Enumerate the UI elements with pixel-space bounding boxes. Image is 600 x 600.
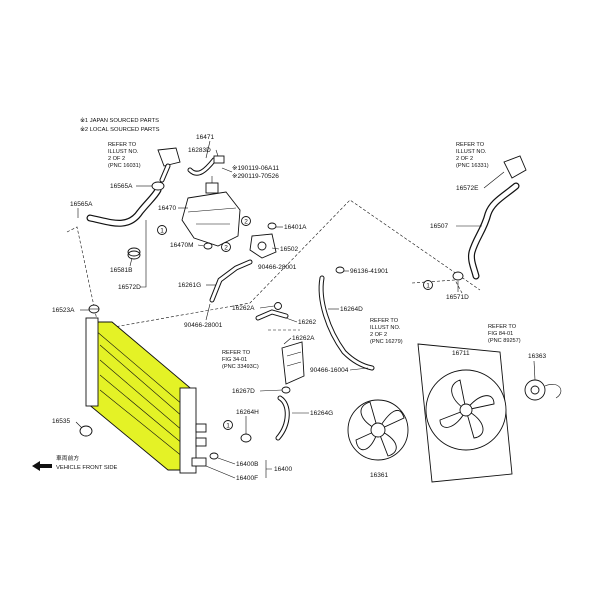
label-16361: 16361 bbox=[370, 472, 388, 479]
refer-16031: REFER TO ILLUST NO. 2 OF 2 (PNC 16031) bbox=[108, 142, 141, 169]
drain-cock[interactable] bbox=[79, 425, 93, 437]
hose-clamp-lower[interactable] bbox=[127, 247, 141, 260]
refer-33493c: REFER TO FIG 34-01 (PNC 33493C) bbox=[222, 350, 259, 370]
callout-2-reservoir: 2 bbox=[241, 216, 251, 226]
label-16264d: 16264D bbox=[340, 306, 363, 313]
label-16261g: 16261G bbox=[178, 282, 201, 289]
assembly-line-top bbox=[96, 199, 481, 331]
fan-motor-16363[interactable] bbox=[524, 379, 562, 401]
water-outlet-16502[interactable] bbox=[249, 233, 277, 259]
svg-text:2: 2 bbox=[224, 245, 228, 252]
radiator-assembly[interactable] bbox=[85, 317, 207, 474]
radiator-core-highlight bbox=[86, 321, 196, 471]
clip-16400b[interactable] bbox=[209, 452, 219, 460]
refer-89257: REFER TO FIG 84-01 (PNC 89257) bbox=[488, 324, 521, 344]
label-16262a-top: 16262A bbox=[232, 305, 255, 312]
hose-16262[interactable] bbox=[255, 309, 289, 321]
hose-connector-16572e[interactable] bbox=[503, 155, 527, 179]
clip-16267d[interactable] bbox=[281, 386, 291, 394]
label-16571d: 16571D bbox=[446, 294, 469, 301]
note-local-sourced: ※2 LOCAL SOURCED PARTS bbox=[80, 126, 160, 133]
label-90466-28001-b: 90466-28001 bbox=[184, 322, 223, 329]
label-16471: 16471 bbox=[196, 134, 214, 141]
reservoir-tank[interactable] bbox=[181, 191, 241, 247]
clip-96136[interactable] bbox=[335, 266, 345, 274]
label-90466-28001-a: 90466-28001 bbox=[258, 264, 297, 271]
hose-connector-16565a-top[interactable] bbox=[157, 147, 181, 183]
label-16572d: 16572D bbox=[118, 284, 141, 291]
callout-2-outlet: 2 bbox=[221, 242, 231, 252]
clip-16264h[interactable] bbox=[240, 433, 252, 443]
clamp-16571d[interactable] bbox=[452, 271, 464, 281]
svg-text:1: 1 bbox=[426, 283, 430, 290]
label-16711: 16711 bbox=[452, 350, 470, 357]
gasket-16401a[interactable] bbox=[267, 222, 277, 230]
label-16470: 16470 bbox=[158, 205, 176, 212]
note-japan-sourced: ※1 JAPAN SOURCED PARTS bbox=[80, 117, 159, 124]
svg-text:1: 1 bbox=[160, 228, 164, 235]
label-16470m: 16470M bbox=[170, 242, 194, 249]
fan-shroud-16711[interactable] bbox=[417, 343, 513, 483]
thermostat-housing[interactable] bbox=[281, 341, 305, 385]
reservoir-hose-16471[interactable] bbox=[187, 157, 217, 176]
label-16565a-top: 16565A bbox=[110, 183, 133, 190]
label-16565a: 16565A bbox=[70, 201, 93, 208]
label-16523a: 16523A bbox=[52, 307, 75, 314]
label-16507: 16507 bbox=[430, 223, 448, 230]
long-hose-16264d[interactable] bbox=[318, 275, 375, 371]
label-16264g: 16264G bbox=[310, 410, 333, 417]
callout-1-reservoir: 1 bbox=[157, 225, 167, 235]
clip-16283d[interactable] bbox=[213, 155, 225, 164]
label-16400b: 16400B bbox=[236, 461, 258, 468]
label-16581b: 16581B bbox=[110, 267, 132, 274]
label-16400: 16400 bbox=[274, 466, 292, 473]
refer-16279: REFER TO ILLUST NO. 2 OF 2 (PNC 16279) bbox=[370, 318, 403, 345]
assembly-line-right bbox=[411, 279, 463, 294]
upper-radiator-hose[interactable] bbox=[86, 186, 162, 227]
label-16262a: 16262A bbox=[292, 335, 315, 342]
radiator-hose-16507[interactable] bbox=[468, 182, 520, 280]
reservoir-cap[interactable] bbox=[205, 176, 219, 194]
arrow-left-icon bbox=[32, 461, 52, 471]
label-16401a: 16401A bbox=[284, 224, 307, 231]
callout-1-lower: 1 bbox=[223, 420, 233, 430]
vehicle-front-en: VEHICLE FRONT SIDE bbox=[56, 465, 118, 471]
bracket-16470m[interactable] bbox=[203, 242, 213, 250]
label-16400f: 16400F bbox=[236, 475, 258, 482]
clamp-16262a-top[interactable] bbox=[274, 302, 282, 310]
hose-clamp-upper[interactable] bbox=[151, 181, 165, 191]
refer-16331: REFER TO ILLUST NO. 2 OF 2 (PNC 16331) bbox=[456, 142, 489, 169]
cooling-fan-16361[interactable] bbox=[347, 399, 409, 461]
label-16264h: 16264H bbox=[236, 409, 259, 416]
label-16262: 16262 bbox=[298, 319, 316, 326]
label-90119-70526: ※290119-70526 bbox=[232, 173, 279, 180]
svg-text:1: 1 bbox=[226, 423, 230, 430]
labels-layer: 16471 16283D ※190119-06A11 ※290119-70526… bbox=[52, 134, 546, 482]
label-16572e: 16572E bbox=[456, 185, 479, 192]
vehicle-front-jp: 車両前方 bbox=[56, 454, 79, 462]
vehicle-front-indicator: 車両前方 VEHICLE FRONT SIDE bbox=[32, 454, 118, 471]
label-16267d: 16267D bbox=[232, 388, 255, 395]
label-16535: 16535 bbox=[52, 418, 70, 425]
label-96136-41901: 96136-41901 bbox=[350, 268, 389, 275]
callout-1-right: 1 bbox=[423, 280, 433, 290]
assembly-line-left bbox=[66, 226, 99, 326]
label-16283d: 16283D bbox=[188, 147, 211, 154]
label-16502: 16502 bbox=[280, 246, 298, 253]
label-16363: 16363 bbox=[528, 353, 546, 360]
hose-16261g[interactable] bbox=[209, 259, 253, 303]
radiator-cap[interactable] bbox=[88, 304, 100, 314]
hose-16264g[interactable] bbox=[275, 395, 290, 441]
svg-text:2: 2 bbox=[244, 219, 248, 226]
label-90466-16004: 90466-16004 bbox=[310, 367, 349, 374]
label-90119-06a11: ※190119-06A11 bbox=[232, 165, 280, 172]
